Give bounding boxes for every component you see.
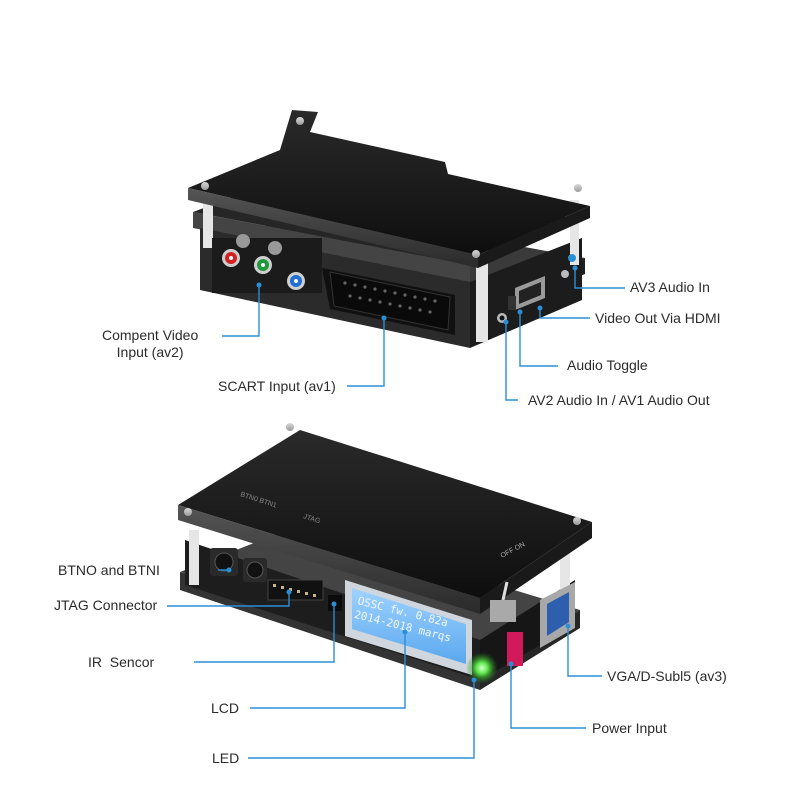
label-vga: VGA/D-Subl5 (av3) [607,668,727,684]
callout-lines [167,268,625,759]
vga-connector [540,582,575,648]
label-scart: SCART Input (av1) [218,378,336,394]
top-device-top-plate [188,110,590,255]
label-audio-toggle: Audio Toggle [567,357,648,373]
scart-connector [322,268,455,335]
lcd-module: OSSC fw. 0.82a 2014-2018 marqs [345,580,472,675]
power-switch [490,600,516,622]
callout-dots [226,265,578,683]
label-av2-audio: AV2 Audio In / AV1 Audio Out [528,392,710,408]
label-led: LED [212,750,240,766]
top-device [188,110,590,348]
led [466,652,498,684]
label-ir: IR Sencor [88,654,155,670]
jtag-header [267,579,324,601]
label-component-video: Compent Video Input (av2) [102,327,199,360]
power-jack [507,632,523,666]
top-side-ports [497,254,576,323]
bottom-device-top-plate [178,430,592,598]
bottom-device: BTN0 BTN1 JTAG OFF ON OSSC fw. 0.82a [178,423,592,690]
label-jtag: JTAG Connector [54,597,158,613]
label-hdmi-out: Video Out Via HDMI [595,310,721,326]
component-video-jacks [212,234,322,293]
push-buttons [210,548,267,582]
label-power: Power Input [592,720,667,736]
label-buttons: BTNO and BTNI [58,562,160,578]
label-lcd: LCD [211,700,240,716]
label-av3-audio: AV3 Audio In [630,279,710,295]
